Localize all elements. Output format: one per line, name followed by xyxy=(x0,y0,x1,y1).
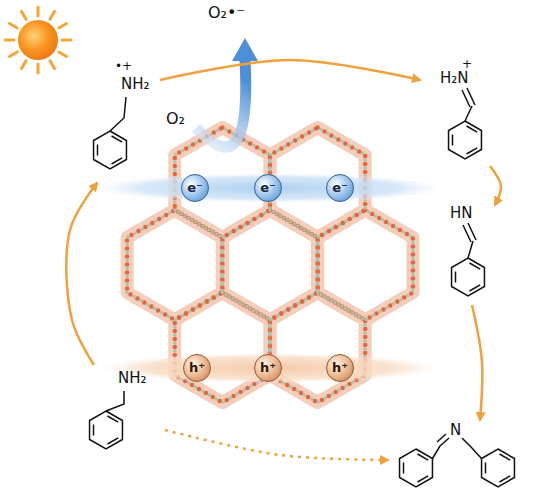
electron-circle: e⁻ xyxy=(181,174,209,202)
hole-circle: h⁺ xyxy=(183,354,211,382)
chemical-label: NH₂ xyxy=(118,370,147,387)
molecule-node: +H₂N xyxy=(420,58,500,166)
reaction-arrow xyxy=(472,305,482,420)
chemical-label: HN xyxy=(450,205,473,222)
charge-label: h⁺ xyxy=(260,361,276,376)
charge-label: h⁺ xyxy=(332,361,348,376)
hole-band xyxy=(100,353,440,383)
electron-circle: e⁻ xyxy=(326,174,354,202)
reaction-arrow xyxy=(490,166,501,205)
charge-label: e⁻ xyxy=(187,181,203,196)
molecule-node: •+ NH₂ xyxy=(85,58,160,183)
benzylamine-structure xyxy=(90,391,124,449)
electron-circle: e⁻ xyxy=(254,174,282,202)
iminium-structure xyxy=(449,88,482,159)
charge-label: h⁺ xyxy=(189,361,205,376)
molecule-node: NH₂ xyxy=(80,365,165,460)
dotted-arrow xyxy=(165,430,388,460)
chemical-label: NH₂ xyxy=(121,76,150,93)
molecule-node: N xyxy=(388,420,528,492)
charge-label: e⁻ xyxy=(332,181,348,196)
chemical-label: N xyxy=(450,422,461,439)
chemical-label: •+ xyxy=(115,60,132,74)
imine-product-structure xyxy=(400,434,515,487)
imine-structure xyxy=(452,223,485,296)
hole-circle: h⁺ xyxy=(326,354,354,382)
species-label: O₂•⁻ xyxy=(208,4,245,22)
species-label: O₂ xyxy=(166,110,185,128)
hole-circle: h⁺ xyxy=(254,354,282,382)
reaction-arrow xyxy=(66,183,97,365)
sun-icon xyxy=(5,7,71,73)
chemical-label: H₂N xyxy=(440,70,469,87)
electron-band xyxy=(95,173,445,203)
oxygen-arrow xyxy=(196,38,258,147)
charge-label: e⁻ xyxy=(260,181,276,196)
radical-cation-structure xyxy=(94,97,127,169)
molecule-node: HN xyxy=(432,205,507,305)
reaction-arrow xyxy=(160,60,420,80)
